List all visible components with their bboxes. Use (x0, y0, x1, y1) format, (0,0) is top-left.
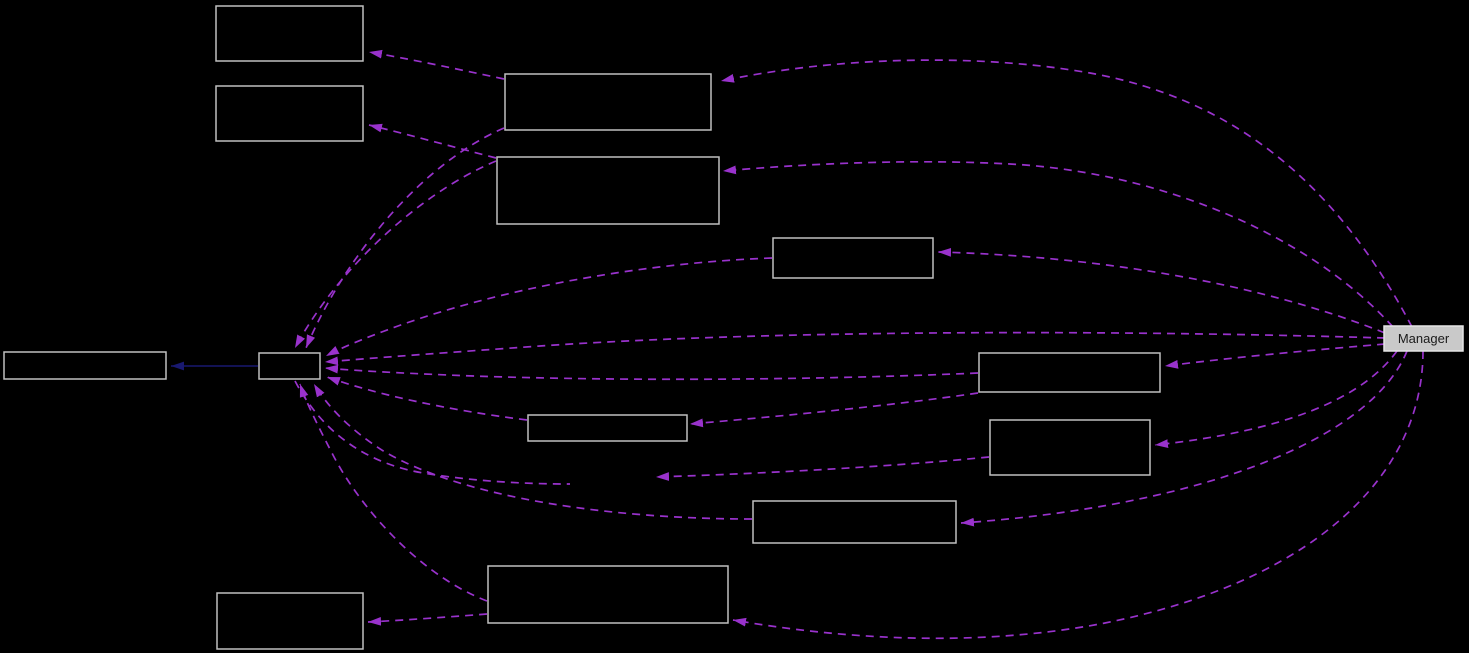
node-wide-left[interactable] (3, 351, 167, 380)
node-hub-box[interactable] (258, 352, 321, 380)
node-manager-box[interactable] (1383, 325, 1464, 352)
edge-manager-to-hub (324, 331, 1386, 366)
node-b11[interactable] (216, 592, 364, 650)
node-b4-box[interactable] (496, 156, 720, 225)
edge-b10-to-b11 (367, 613, 488, 626)
node-b7[interactable] (527, 414, 688, 442)
edge-manager-to-b3 (720, 59, 1413, 328)
edge-b5-to-hub (325, 257, 773, 357)
edge-b3-to-hub (305, 127, 505, 349)
edge-b6-to-hub (324, 364, 979, 381)
node-manager[interactable]: Manager (1383, 325, 1464, 352)
node-b9-box[interactable] (752, 500, 957, 544)
nodes-layer: Manager (3, 5, 1464, 650)
node-b1[interactable] (215, 5, 364, 62)
node-b2-box[interactable] (215, 85, 364, 142)
node-manager-label: Manager (1398, 331, 1450, 346)
node-b4[interactable] (496, 156, 720, 225)
edge-manager-to-b5 (937, 247, 1386, 334)
edge-b7-to-hub (326, 376, 528, 421)
edge-hub-open (294, 380, 571, 485)
node-b10[interactable] (487, 565, 729, 624)
edge-b8-open (655, 456, 990, 481)
node-b6-box[interactable] (978, 352, 1161, 393)
node-b6[interactable] (978, 352, 1161, 393)
node-b9[interactable] (752, 500, 957, 544)
edge-manager-to-b8 (1154, 350, 1398, 448)
node-b11-box[interactable] (216, 592, 364, 650)
node-b1-box[interactable] (215, 5, 364, 62)
node-b8[interactable] (989, 419, 1151, 476)
node-b8-box[interactable] (989, 419, 1151, 476)
edge-manager-to-b9 (960, 350, 1408, 527)
node-b2[interactable] (215, 85, 364, 142)
edge-manager-to-b6 (1164, 343, 1386, 369)
edge-manager-to-b10 (732, 350, 1424, 640)
edge-b6-to-b7 (689, 392, 979, 428)
node-b3[interactable] (504, 73, 712, 131)
edges-layer (171, 49, 1424, 640)
edge-b9-to-hub (313, 383, 753, 520)
node-b7-box[interactable] (527, 414, 688, 442)
edge-b10-to-hub (299, 383, 488, 602)
node-b5-box[interactable] (772, 237, 934, 279)
node-hub[interactable] (258, 352, 321, 380)
node-b10-box[interactable] (487, 565, 729, 624)
edge-b4-to-b2 (368, 123, 497, 159)
edge-b4-to-hub (294, 160, 497, 349)
edge-b3-to-b1 (368, 49, 505, 80)
node-wide-left-box[interactable] (3, 351, 167, 380)
node-b5[interactable] (772, 237, 934, 279)
node-b3-box[interactable] (504, 73, 712, 131)
